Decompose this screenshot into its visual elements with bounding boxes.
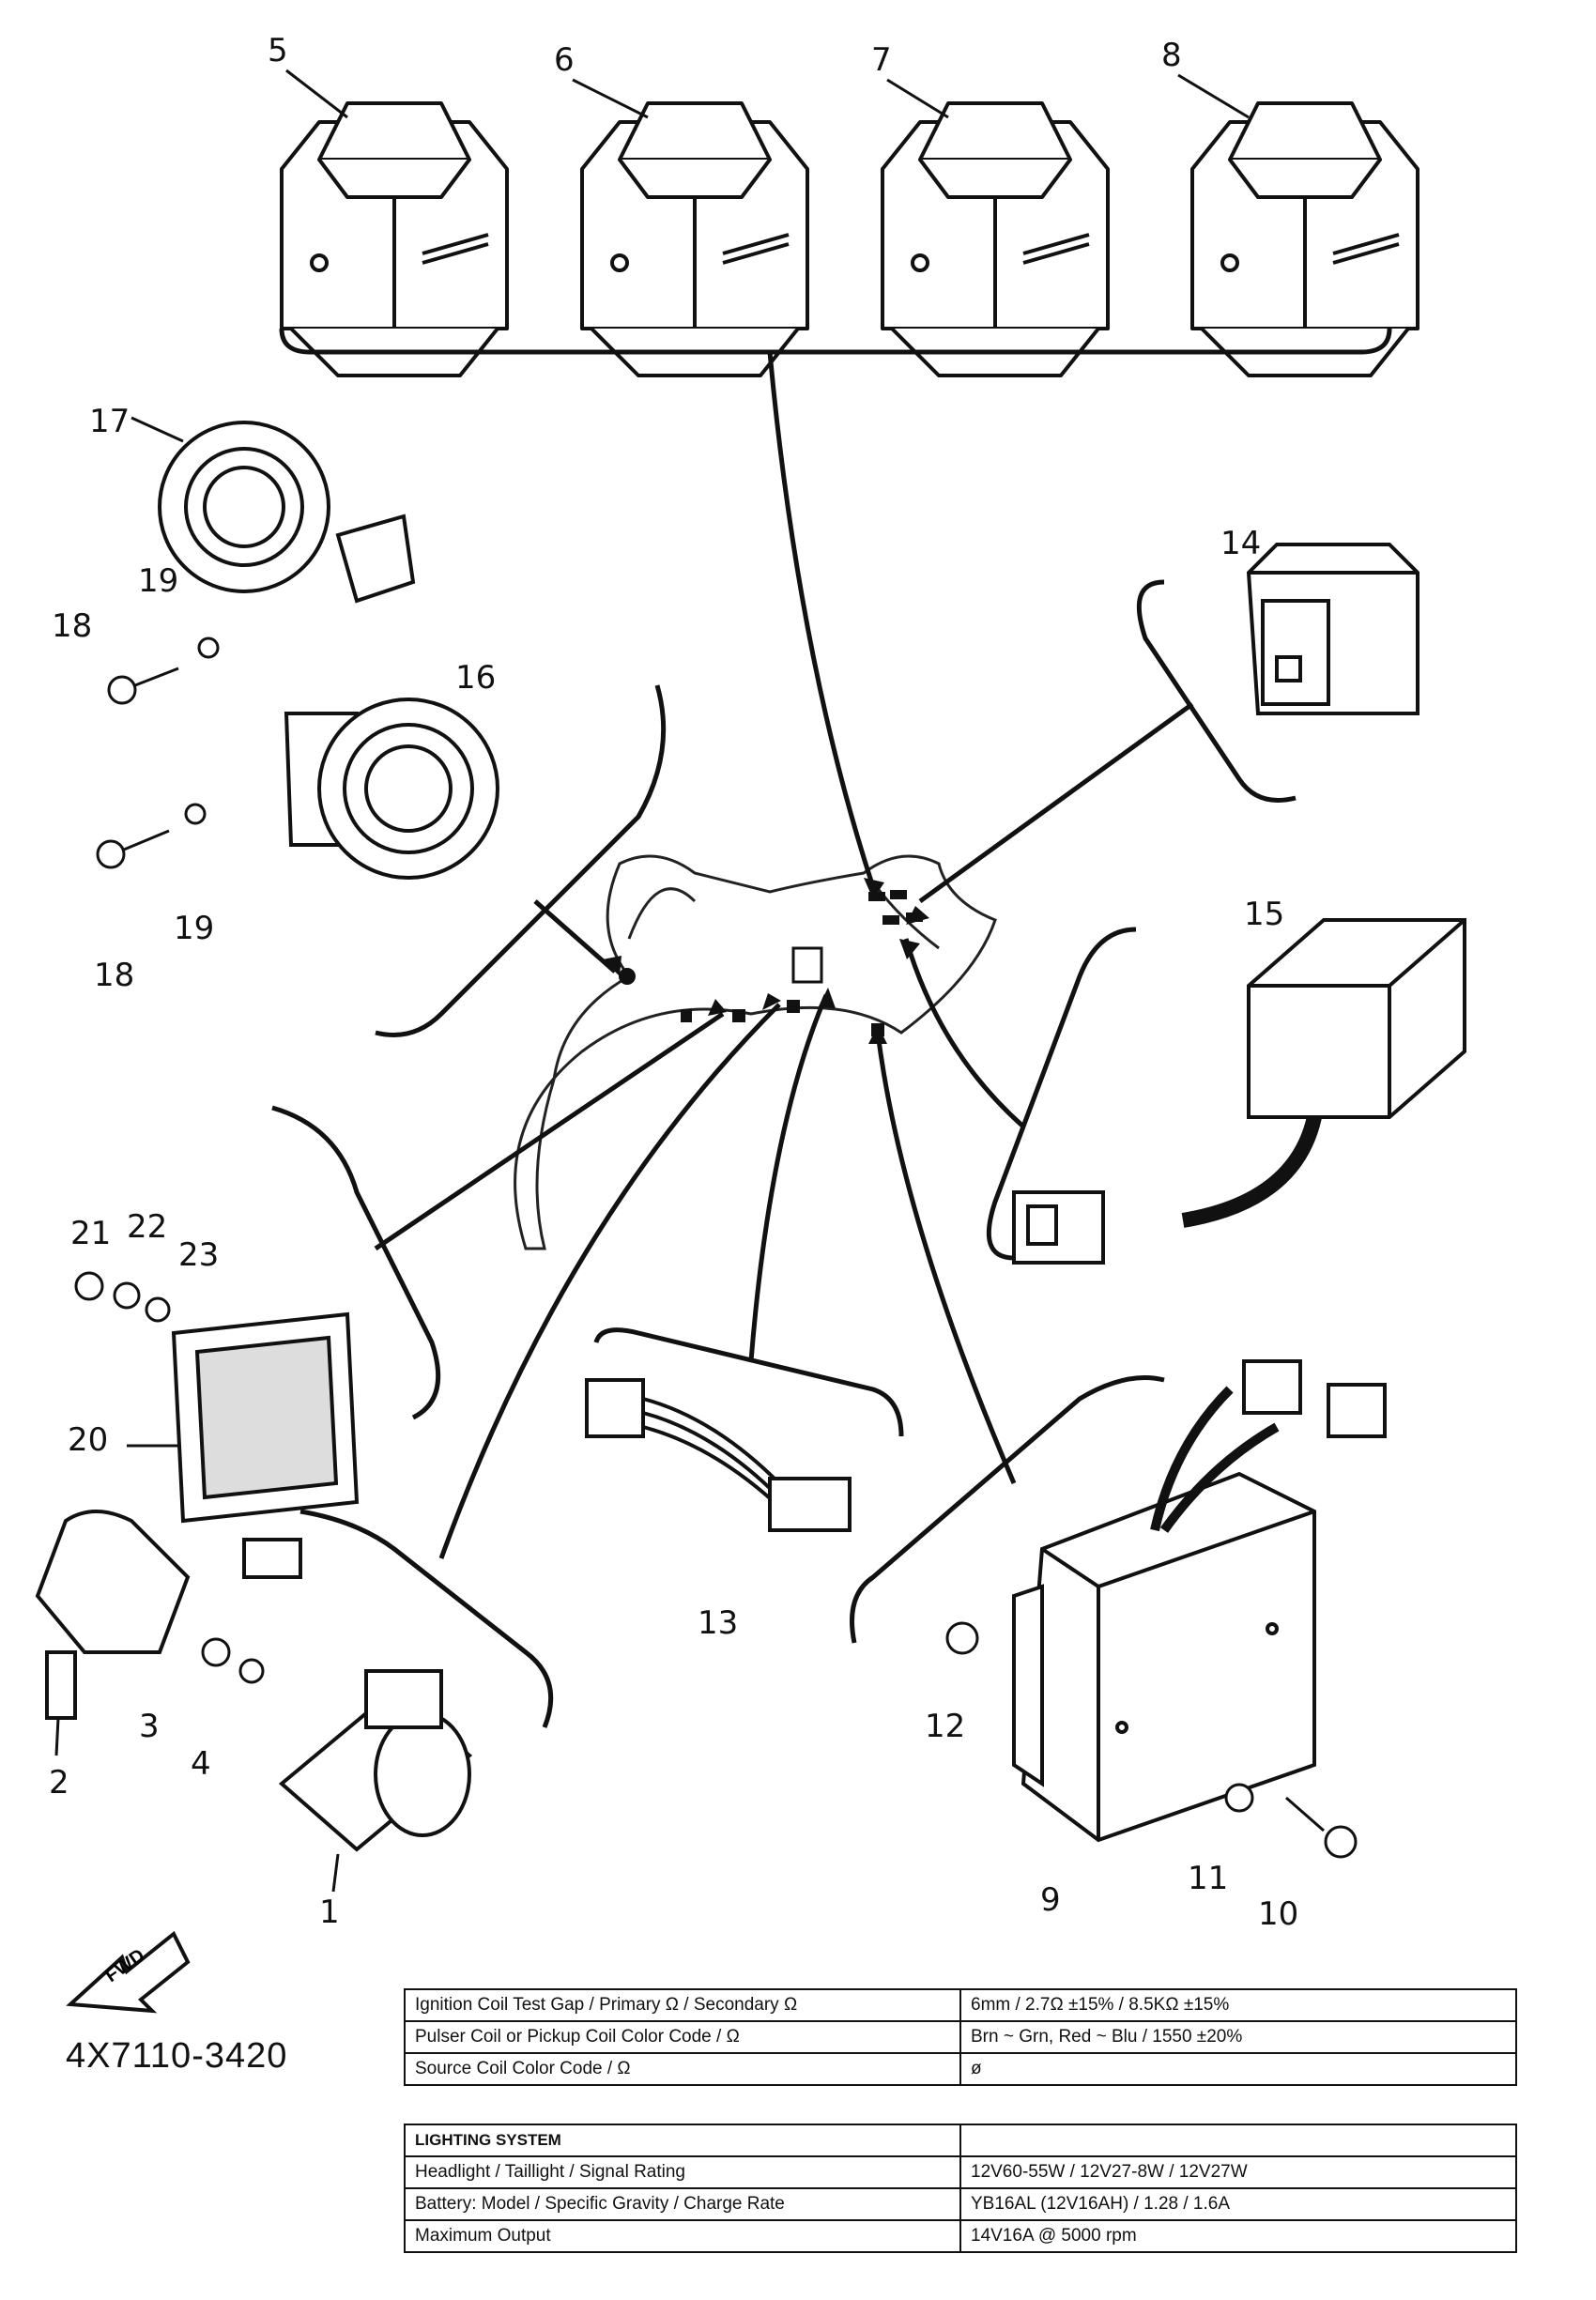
part-label-18a: 18	[52, 607, 92, 645]
spec-header-blank	[959, 2124, 1517, 2157]
relay-part-6	[580, 101, 809, 377]
part-label-8: 8	[1161, 37, 1182, 74]
harness-part-13	[585, 1378, 852, 1532]
fasteners-10-12	[945, 1621, 1358, 1859]
part-label-1: 1	[319, 1894, 340, 1931]
spec-label: Pulser Coil or Pickup Coil Color Code / …	[404, 2020, 961, 2054]
part-label-16: 16	[455, 659, 496, 697]
part-label-12: 12	[925, 1708, 965, 1745]
part-label-19a: 19	[138, 562, 178, 600]
spec-header-row: LIGHTING SYSTEM	[404, 2124, 1517, 2157]
spec-value: 6mm / 2.7Ω ±15% / 8.5KΩ ±15%	[959, 1988, 1517, 2022]
relay-part-5	[280, 101, 509, 377]
part-label-23: 23	[178, 1236, 219, 1274]
part-label-5: 5	[268, 32, 288, 69]
bracket-light	[299, 1509, 554, 1728]
arrowheads	[603, 878, 929, 1044]
part-label-9: 9	[1040, 1881, 1061, 1919]
part-label-22: 22	[127, 1208, 167, 1246]
diagram-code: 4X7110-3420	[66, 2036, 287, 2076]
part-label-19b: 19	[174, 910, 214, 947]
spec-label: Battery: Model / Specific Gravity / Char…	[404, 2187, 961, 2221]
nuts-21-23	[74, 1271, 171, 1323]
spec-row: Maximum Output 14V16A @ 5000 rpm	[404, 2219, 1517, 2253]
part-label-20: 20	[68, 1421, 108, 1459]
bracket-reflector	[271, 1105, 441, 1420]
spec-row: Headlight / Taillight / Signal Rating 12…	[404, 2155, 1517, 2189]
spec-value: Brn ~ Grn, Red ~ Blu / 1550 ±20%	[959, 2020, 1517, 2054]
relay-part-7	[881, 101, 1110, 377]
part-label-3: 3	[139, 1708, 160, 1745]
part-label-18b: 18	[94, 957, 134, 994]
bracket-harness	[593, 1327, 904, 1437]
spec-value: 14V16A @ 5000 rpm	[959, 2219, 1517, 2253]
spec-label: Maximum Output	[404, 2219, 961, 2253]
bracket-15	[986, 927, 1137, 1261]
part-label-17: 17	[89, 403, 130, 440]
part-label-13: 13	[698, 1604, 738, 1642]
bracket-part-2	[35, 1510, 191, 1720]
bracket-14	[1136, 579, 1297, 803]
label-leaders	[54, 69, 1250, 1893]
light-part-1	[242, 1538, 473, 1852]
spec-row: Battery: Model / Specific Gravity / Char…	[404, 2187, 1517, 2221]
part-label-11: 11	[1188, 1860, 1228, 1897]
flasher-part-15	[1012, 918, 1466, 1265]
spec-header: LIGHTING SYSTEM	[404, 2124, 961, 2157]
spec-value: YB16AL (12V16AH) / 1.28 / 1.6A	[959, 2187, 1517, 2221]
connector-box	[791, 946, 823, 984]
washers-3-4	[201, 1637, 265, 1684]
fwd-arrow-icon	[66, 1930, 191, 2014]
spec-row: Pulser Coil or Pickup Coil Color Code / …	[404, 2020, 1517, 2054]
part-label-2: 2	[49, 1764, 69, 1802]
part-label-15: 15	[1244, 896, 1284, 933]
leader-lines	[374, 351, 1194, 1559]
part-label-14: 14	[1220, 525, 1261, 562]
relays-bracket	[279, 328, 1392, 355]
part-label-4: 4	[191, 1745, 211, 1783]
relay-part-8	[1190, 101, 1420, 377]
spec-table-ignition: Ignition Coil Test Gap / Primary Ω / Sec…	[404, 1988, 1517, 2086]
spec-label: Headlight / Taillight / Signal Rating	[404, 2155, 961, 2189]
horn-part-16	[284, 698, 499, 880]
bracket-regulator	[850, 1375, 1165, 1644]
spec-value: ø	[959, 2052, 1517, 2086]
spec-table-lighting: LIGHTING SYSTEM Headlight / Taillight / …	[404, 2124, 1517, 2253]
horn-part-17	[158, 421, 416, 604]
spec-label: Ignition Coil Test Gap / Primary Ω / Sec…	[404, 1988, 961, 2022]
part-label-6: 6	[554, 41, 575, 79]
part-label-7: 7	[871, 41, 892, 79]
part-label-10: 10	[1258, 1895, 1298, 1933]
bolts-18-19	[96, 636, 220, 869]
reflector-part-20	[171, 1311, 360, 1524]
bracket-horns	[375, 684, 667, 1037]
spec-label: Source Coil Color Code / Ω	[404, 2052, 961, 2086]
spec-value: 12V60-55W / 12V27-8W / 12V27W	[959, 2155, 1517, 2189]
part-label-21: 21	[70, 1215, 111, 1252]
spec-row: Source Coil Color Code / Ω ø	[404, 2052, 1517, 2086]
spec-row: Ignition Coil Test Gap / Primary Ω / Sec…	[404, 1988, 1517, 2022]
relay-part-14	[1246, 543, 1420, 715]
regulator-part-9	[1012, 1359, 1387, 1843]
